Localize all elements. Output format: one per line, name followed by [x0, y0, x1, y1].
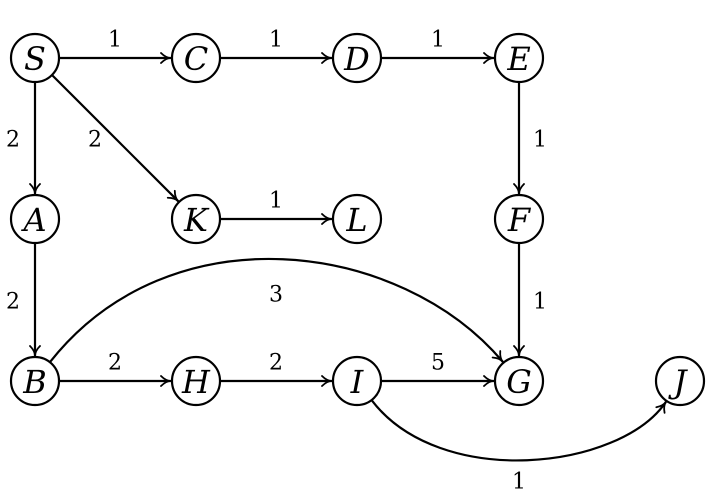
- edge-S-K: 2: [51, 74, 180, 203]
- node-circle-F: [493, 193, 545, 245]
- node-circle-I: [331, 355, 383, 407]
- node-label-A: A: [20, 201, 46, 239]
- edge-C-D: 1: [220, 28, 333, 64]
- node-circle-B: [9, 355, 61, 407]
- node-I: I: [331, 355, 383, 407]
- edge-weight-S-A: 2: [6, 128, 20, 153]
- node-label-I: I: [350, 363, 365, 401]
- edge-weight-E-F: 1: [533, 128, 547, 153]
- node-label-L: L: [345, 201, 367, 239]
- node-label-F: F: [507, 201, 532, 239]
- edge-weight-H-I: 2: [269, 351, 283, 376]
- node-circle-K: [170, 193, 222, 245]
- edge-weight-I-J: 1: [512, 470, 526, 495]
- edge-weight-C-D: 1: [269, 28, 283, 53]
- edge-B-G: 3: [49, 257, 504, 363]
- node-B: B: [9, 355, 61, 407]
- edge-weight-S-K: 2: [88, 128, 102, 153]
- node-label-B: B: [22, 363, 47, 401]
- node-circle-D: [331, 32, 383, 84]
- edge-E-F: 1: [513, 82, 547, 195]
- node-label-H: H: [181, 363, 211, 401]
- node-E: E: [493, 32, 545, 84]
- node-circle-J: [654, 355, 706, 407]
- edge-I-G: 5: [381, 351, 495, 387]
- node-K: K: [170, 193, 222, 245]
- node-label-G: G: [506, 363, 532, 401]
- node-F: F: [493, 193, 545, 245]
- node-label-S: S: [24, 40, 46, 78]
- node-label-C: C: [184, 40, 208, 78]
- edge-S-C: 1: [59, 28, 172, 64]
- edge-line-I-J: [370, 399, 667, 462]
- edge-weight-S-C: 1: [108, 28, 122, 53]
- edge-weight-B-G: 3: [269, 283, 283, 308]
- node-C: C: [170, 32, 222, 84]
- node-G: G: [493, 355, 545, 407]
- edge-H-I: 2: [220, 351, 333, 387]
- edge-weight-D-E: 1: [431, 28, 445, 53]
- edge-B-H: 2: [59, 351, 172, 387]
- edge-F-G: 1: [513, 243, 547, 357]
- edge-A-B: 2: [6, 243, 41, 357]
- node-label-E: E: [506, 40, 530, 78]
- edge-weight-A-B: 2: [6, 290, 20, 315]
- edge-weight-F-G: 1: [533, 290, 547, 315]
- edge-line-B-G: [49, 257, 504, 363]
- node-J: J: [654, 355, 706, 407]
- node-H: H: [170, 355, 222, 407]
- node-circle-L: [331, 193, 383, 245]
- edge-D-E: 1: [381, 28, 495, 64]
- node-S: S: [9, 32, 61, 84]
- node-circle-H: [170, 355, 222, 407]
- node-circle-G: [493, 355, 545, 407]
- node-A: A: [9, 193, 61, 245]
- node-circle-C: [170, 32, 222, 84]
- edge-S-A: 2: [6, 82, 41, 195]
- node-label-K: K: [183, 201, 210, 239]
- node-circle-A: [9, 193, 61, 245]
- edge-weight-I-G: 5: [431, 351, 445, 376]
- node-D: D: [331, 32, 383, 84]
- edge-I-J: 1: [370, 399, 667, 495]
- edge-weight-K-L: 1: [269, 189, 283, 214]
- edge-weight-B-H: 2: [108, 351, 122, 376]
- node-label-J: J: [668, 363, 689, 401]
- node-circle-S: [9, 32, 61, 84]
- node-label-D: D: [343, 40, 370, 78]
- node-circle-E: [493, 32, 545, 84]
- node-L: L: [331, 193, 383, 245]
- edge-K-L: 1: [220, 189, 333, 225]
- edge-line-S-K: [51, 74, 180, 203]
